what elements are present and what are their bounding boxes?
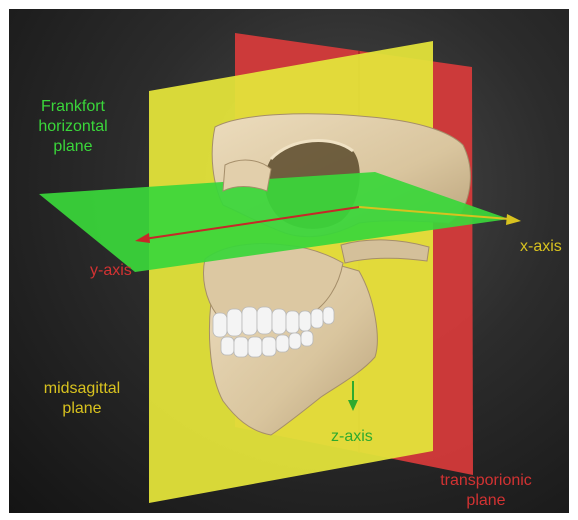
- x-axis-arrowhead: [506, 214, 521, 225]
- frankfort-plane-label: Frankfort horizontal plane: [13, 97, 133, 157]
- z-axis-label: z-axis: [331, 427, 373, 447]
- midsagittal-plane-label: midsagittal plane: [27, 379, 137, 419]
- midsagittal-label-line-1: midsagittal: [27, 379, 137, 399]
- transporionic-plane-label: transporionic plane: [423, 471, 549, 511]
- x-axis-label: x-axis: [520, 237, 562, 257]
- transporionic-label-line-1: transporionic: [423, 471, 549, 491]
- transporionic-label-line-2: plane: [423, 491, 549, 511]
- skull-front-fragments: [223, 160, 271, 191]
- figure-canvas: Frankfort horizontal plane y-axis x-axis…: [9, 9, 569, 513]
- y-axis-label: y-axis: [90, 261, 132, 281]
- midsagittal-label-line-2: plane: [27, 399, 137, 419]
- frankfort-label-line-2: horizontal: [13, 117, 133, 137]
- frankfort-label-line-3: plane: [13, 137, 133, 157]
- frankfort-label-line-1: Frankfort: [13, 97, 133, 117]
